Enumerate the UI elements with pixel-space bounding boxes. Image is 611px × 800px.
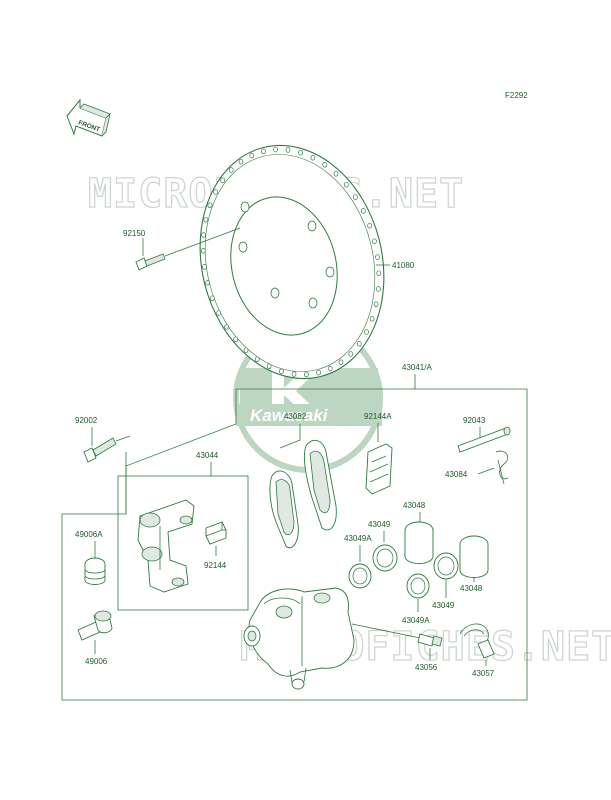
disc-vent-hole bbox=[360, 208, 366, 214]
label-92043: 92043 bbox=[463, 416, 486, 425]
label-43044: 43044 bbox=[196, 451, 219, 460]
bolt-92150 bbox=[135, 227, 241, 271]
figure-code: F2292 bbox=[505, 91, 528, 100]
caliper-body bbox=[243, 587, 355, 690]
anti-rattle-spring bbox=[365, 443, 393, 495]
label-43056: 43056 bbox=[415, 663, 438, 672]
disc-vent-hole bbox=[322, 162, 328, 168]
bleeder-cap bbox=[459, 623, 495, 659]
label-92002: 92002 bbox=[75, 416, 98, 425]
label-43049A-upper: 43049A bbox=[344, 534, 372, 543]
disc-vent-hole bbox=[333, 171, 339, 177]
disc-vent-hole bbox=[367, 222, 373, 229]
kawasaki-wordmark: Kawasaki bbox=[250, 406, 329, 425]
label-49006A: 49006A bbox=[75, 530, 103, 539]
disc-vent-hole bbox=[291, 371, 297, 377]
disc-vent-hole bbox=[261, 148, 266, 155]
disc-vent-hole bbox=[364, 329, 369, 335]
disc-vent-hole bbox=[207, 202, 213, 209]
label-43048-upper: 43048 bbox=[403, 501, 426, 510]
label-41080: 41080 bbox=[392, 261, 415, 270]
disc-vent-hole bbox=[238, 158, 244, 165]
seal-43049-lower bbox=[433, 552, 459, 580]
disc-vent-hole bbox=[205, 280, 210, 286]
disc-vent-hole bbox=[220, 177, 226, 183]
disc-vent-hole bbox=[348, 351, 354, 357]
rubber-92144 bbox=[205, 521, 227, 545]
disc-vent-hole bbox=[310, 154, 316, 161]
piston-upper bbox=[404, 521, 434, 564]
disc-vent-hole bbox=[273, 146, 278, 153]
piston-right bbox=[459, 535, 489, 578]
disc-vent-hole bbox=[375, 254, 380, 260]
label-43057: 43057 bbox=[472, 669, 495, 678]
disc-vent-hole bbox=[376, 286, 381, 292]
disc-vent-hole bbox=[279, 368, 284, 375]
disc-vent-hole bbox=[202, 264, 207, 270]
disc-vent-hole bbox=[376, 270, 382, 276]
disc-vent-hole bbox=[298, 149, 303, 156]
brake-pads bbox=[269, 439, 337, 549]
disc-vent-hole bbox=[213, 189, 218, 195]
seal-43049-upper bbox=[372, 544, 398, 572]
disc-vent-hole bbox=[249, 152, 255, 159]
disc-vent-hole bbox=[316, 369, 321, 376]
label-92150: 92150 bbox=[123, 229, 146, 238]
disc-vent-hole bbox=[216, 310, 222, 316]
disc-vent-hole bbox=[338, 359, 344, 366]
disc-vent-hole bbox=[304, 371, 309, 378]
seal-43049A-lower bbox=[406, 573, 430, 599]
disc-vent-hole bbox=[254, 356, 260, 362]
disc-vent-hole bbox=[201, 232, 206, 238]
label-43082: 43082 bbox=[284, 412, 307, 421]
disc-vent-hole bbox=[203, 216, 209, 223]
disc-vent-hole bbox=[373, 301, 379, 308]
label-43048-right: 43048 bbox=[460, 584, 483, 593]
label-92144: 92144 bbox=[204, 561, 227, 570]
label-43049-upper: 43049 bbox=[368, 520, 391, 529]
disc-vent-hole bbox=[243, 347, 249, 353]
seal-43049A-upper bbox=[348, 563, 372, 589]
pin-clip bbox=[495, 450, 509, 485]
disc-vent-hole bbox=[353, 194, 358, 200]
disc-vent-hole bbox=[356, 341, 362, 347]
bolt-92002 bbox=[83, 437, 117, 463]
disc-vent-hole bbox=[233, 336, 239, 343]
label-49006: 49006 bbox=[85, 657, 108, 666]
disc-vent-hole bbox=[372, 238, 377, 244]
disc-vent-hole bbox=[200, 248, 206, 254]
disc-vent-hole bbox=[369, 315, 375, 322]
slide-pin-49006 bbox=[77, 610, 113, 641]
disc-vent-hole bbox=[209, 295, 215, 302]
label-43049A-lower: 43049A bbox=[402, 616, 430, 625]
dust-boot-49006A bbox=[84, 557, 106, 585]
label-92144A: 92144A bbox=[364, 412, 392, 421]
front-arrow-icon: FRONT bbox=[66, 98, 111, 137]
brake-disc bbox=[199, 144, 385, 380]
disc-vent-hole bbox=[228, 167, 234, 173]
label-43049-lower: 43049 bbox=[432, 601, 455, 610]
disc-vent-hole bbox=[224, 324, 229, 330]
disc-vent-hole bbox=[266, 363, 272, 370]
disc-vent-hole bbox=[343, 181, 349, 188]
label-43041A: 43041/A bbox=[402, 363, 432, 372]
bleeder-valve bbox=[417, 633, 443, 647]
label-43084: 43084 bbox=[445, 470, 468, 479]
disc-vent-hole bbox=[327, 365, 333, 372]
disc-vent-hole bbox=[285, 147, 291, 153]
pad-pin bbox=[457, 426, 511, 453]
caliper-bracket bbox=[137, 499, 195, 593]
